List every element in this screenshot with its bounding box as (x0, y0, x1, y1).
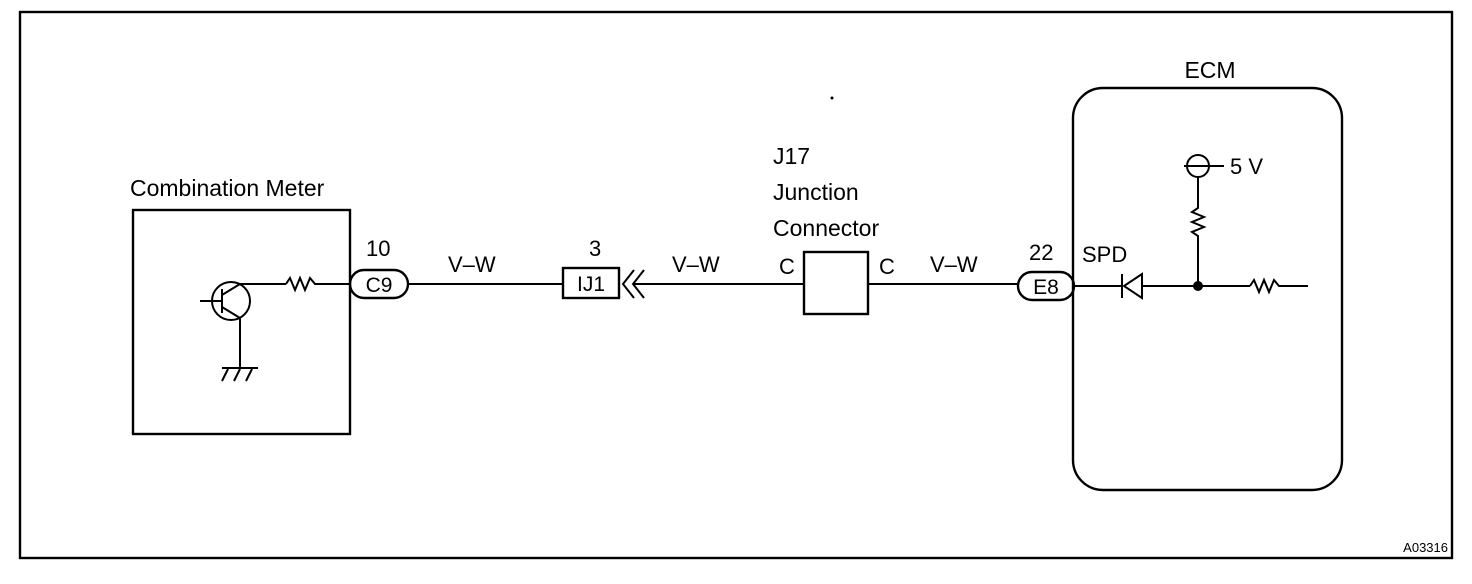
ij1-mating-chevrons (621, 269, 645, 299)
j17-title-line1: J17 (773, 143, 810, 169)
diagram-frame (18, 10, 1454, 560)
connector-ij1 (561, 266, 621, 300)
combination-meter-box (131, 208, 352, 436)
ecm-pin-number: 22 (1029, 240, 1053, 265)
figure-id: A03316 (1403, 540, 1448, 555)
connector-e8-label: E8 (1033, 276, 1059, 299)
ecm-spd-label: SPD (1082, 242, 1127, 267)
wire1-color-label: V–W (448, 252, 496, 277)
combination-meter-title: Combination Meter (130, 175, 325, 201)
j17-right-pin: C (879, 254, 895, 279)
pullup-resistor (1189, 177, 1207, 286)
connector-ij1-label: IJ1 (577, 273, 605, 296)
meter-resistor (285, 275, 350, 293)
stray-dot (830, 96, 834, 100)
j17-title-line2: Junction (773, 179, 859, 205)
five-volt-source-symbol (1184, 154, 1224, 178)
ecm-internal-resistor (1249, 277, 1308, 295)
j17-left-pin: C (779, 254, 795, 279)
wire2-color-label: V–W (672, 252, 720, 277)
diode-symbol (1121, 272, 1143, 300)
j17-connector-box (802, 250, 870, 316)
connector-c9-label: C9 (366, 274, 393, 297)
j17-title-line3: Connector (773, 215, 879, 241)
ecm-title: ECM (1184, 57, 1235, 83)
wire3-color-label: V–W (930, 252, 978, 277)
transistor-symbol (200, 281, 286, 368)
meter-pin-number: 10 (366, 236, 390, 261)
ecm-supply-label: 5 V (1230, 154, 1263, 179)
ground-symbol (221, 367, 258, 382)
ecm-box (1071, 86, 1344, 492)
ij1-pin-number: 3 (589, 236, 601, 261)
